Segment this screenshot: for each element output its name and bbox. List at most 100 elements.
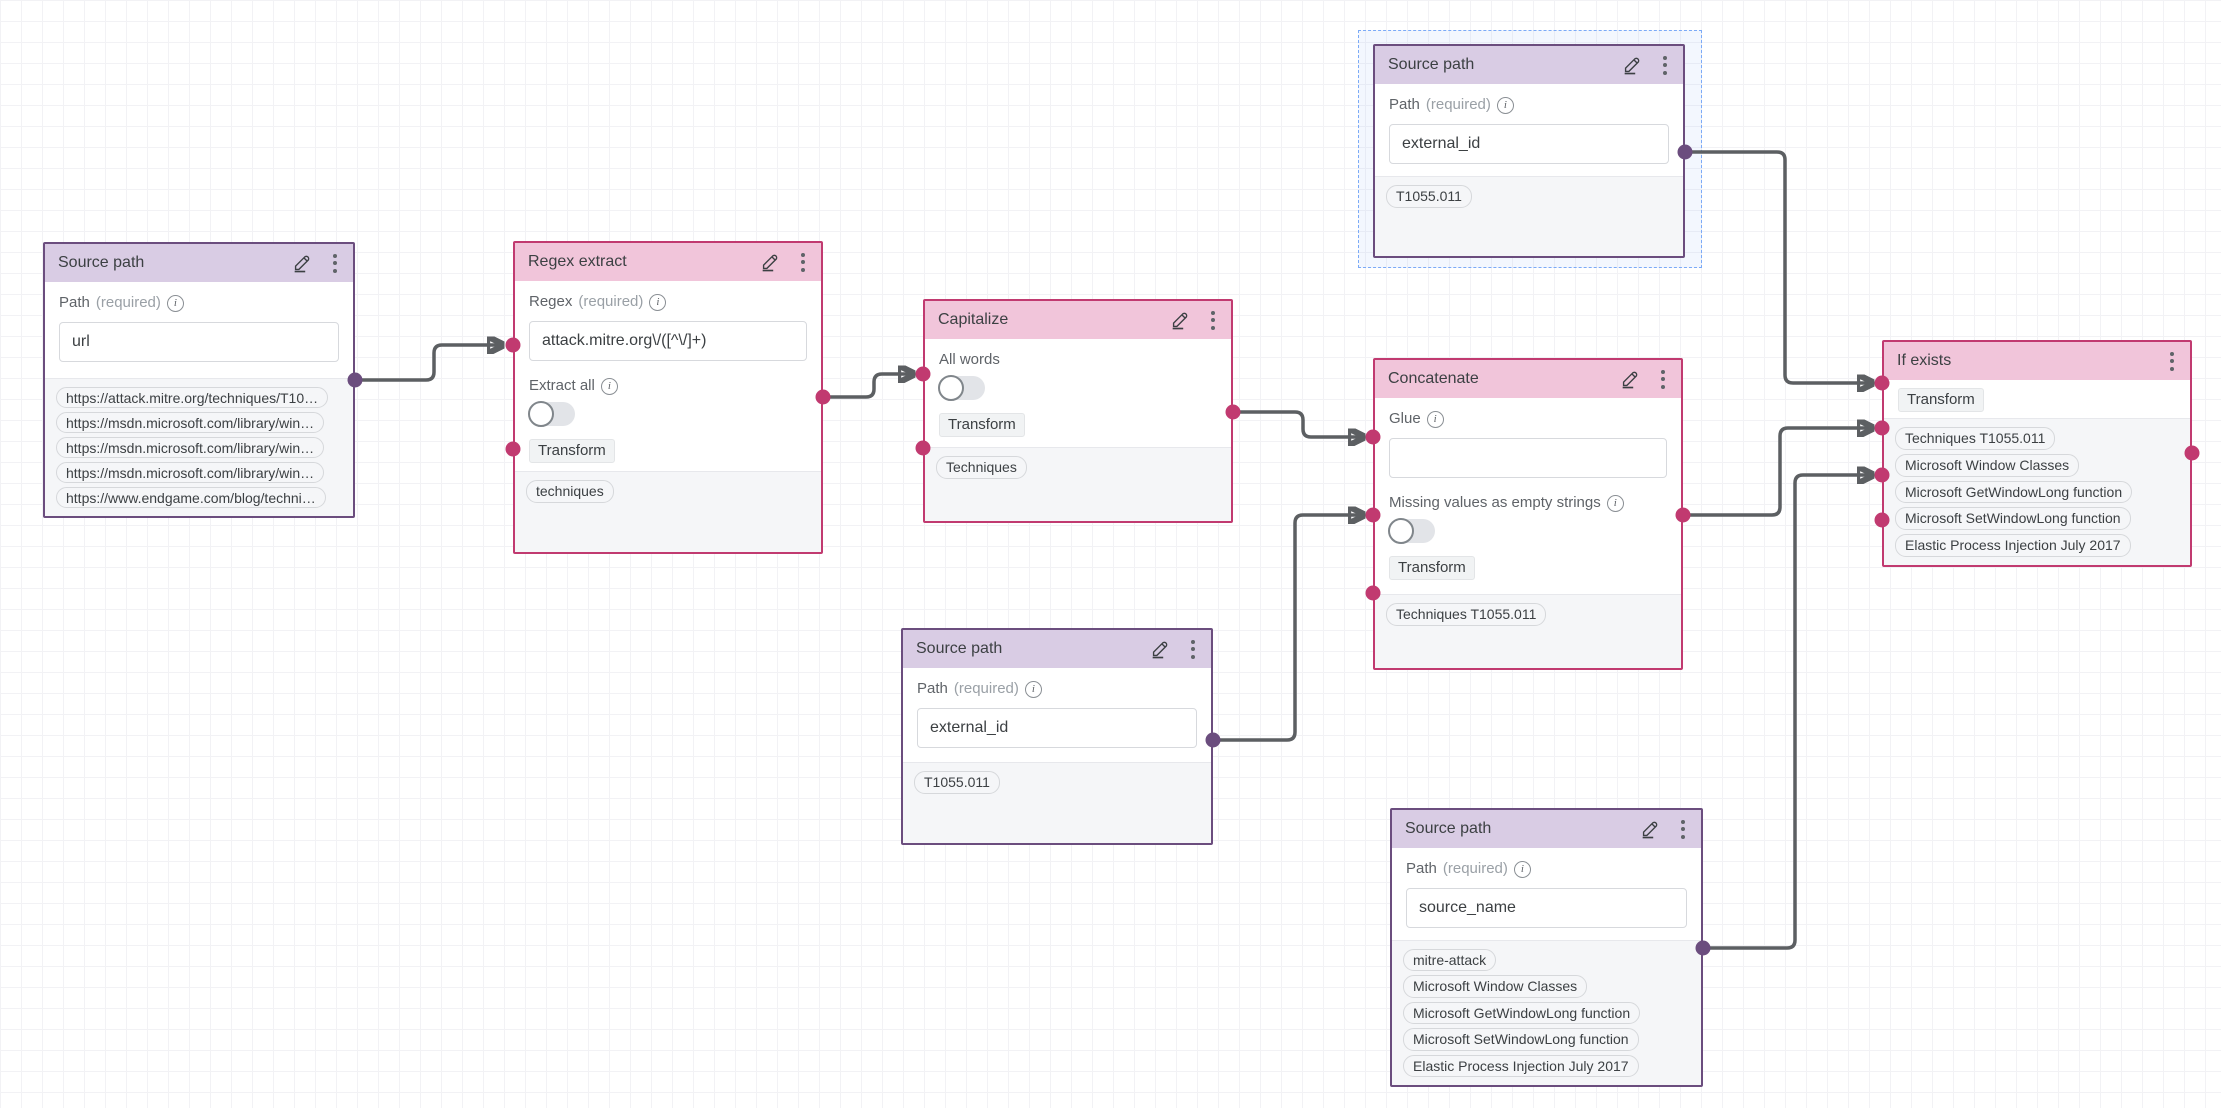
wire-sourcepath-sourcename-to-ifexists[interactable] <box>1703 475 1872 950</box>
menu-kebab-icon[interactable] <box>1187 638 1199 661</box>
node-title: Source path <box>1388 56 1475 73</box>
info-icon[interactable]: i <box>1426 410 1444 428</box>
node-header[interactable]: Concatenate <box>1375 360 1681 398</box>
menu-kebab-icon[interactable] <box>2166 350 2178 373</box>
menu-kebab-icon[interactable] <box>797 251 809 274</box>
node-source-path-url[interactable]: Source path Path (required) i https://at… <box>43 242 355 518</box>
node-source-path-selected[interactable]: Source path Path (required) i T1055.011 <box>1373 44 1685 258</box>
output-port[interactable] <box>1225 404 1241 420</box>
output-pill: Elastic Process Injection July 2017 <box>1403 1054 1639 1078</box>
input-port[interactable] <box>1874 420 1890 436</box>
node-title: If exists <box>1897 352 1952 369</box>
edit-icon[interactable] <box>1621 54 1643 76</box>
menu-kebab-icon[interactable] <box>329 252 341 275</box>
field-label: Path <box>59 294 90 311</box>
info-icon[interactable]: i <box>1513 860 1531 878</box>
wire-capitalize-to-concatenate-glue[interactable] <box>1233 410 1363 437</box>
output-port[interactable] <box>1677 144 1693 160</box>
missing-values-toggle[interactable] <box>1388 518 1435 544</box>
info-icon[interactable]: i <box>1496 96 1514 114</box>
edit-icon[interactable] <box>759 251 781 273</box>
output-pill: https://attack.mitre.org/techniques/T10… <box>56 387 329 408</box>
wire-sourcepath-url-to-regex[interactable] <box>355 345 502 382</box>
output-port[interactable] <box>1695 940 1711 956</box>
output-pill: Microsoft GetWindowLong function <box>1895 480 2133 504</box>
input-port[interactable] <box>505 441 521 457</box>
field-required-hint: (required) <box>95 294 161 311</box>
output-pill: Microsoft SetWindowLong function <box>1895 507 2131 531</box>
output-pill: Microsoft GetWindowLong function <box>1403 1001 1641 1025</box>
output-port[interactable] <box>347 372 363 388</box>
path-input[interactable] <box>59 322 339 362</box>
input-port[interactable] <box>915 440 931 456</box>
path-input[interactable] <box>1389 124 1669 164</box>
output-pill: https://msdn.microsoft.com/library/win… <box>56 412 325 433</box>
input-port[interactable] <box>1874 467 1890 483</box>
info-icon[interactable]: i <box>649 293 667 311</box>
node-header[interactable]: Regex extract <box>515 243 821 281</box>
info-icon[interactable]: i <box>166 294 184 312</box>
node-header[interactable]: Capitalize <box>925 301 1231 339</box>
output-port[interactable] <box>815 389 831 405</box>
node-output-list: Techniques T1055.011 Microsoft Window Cl… <box>1884 418 2190 565</box>
output-pill: Techniques T1055.011 <box>1386 603 1547 626</box>
output-port[interactable] <box>1675 507 1691 523</box>
node-source-path-external-id[interactable]: Source path Path (required) i T1055.011 <box>901 628 1213 845</box>
node-header[interactable]: If exists <box>1884 342 2190 380</box>
transform-badge: Transform <box>529 439 615 463</box>
node-capitalize[interactable]: Capitalize All words Transform Technique… <box>923 299 1233 523</box>
all-words-toggle[interactable] <box>938 375 985 401</box>
extract-all-toggle[interactable] <box>528 401 575 427</box>
wire-sourcepath-externalid-to-concatenate[interactable] <box>1213 515 1363 742</box>
glue-input[interactable] <box>1389 438 1667 478</box>
info-icon[interactable]: i <box>1024 680 1042 698</box>
input-port[interactable] <box>915 366 931 382</box>
node-regex-extract[interactable]: Regex extract Regex (required) i Extract… <box>513 241 823 554</box>
input-port[interactable] <box>505 337 521 353</box>
edit-icon[interactable] <box>291 252 313 274</box>
output-port[interactable] <box>1205 732 1221 748</box>
output-pill: Microsoft Window Classes <box>1895 453 2080 477</box>
input-port[interactable] <box>1365 429 1381 445</box>
info-icon[interactable]: i <box>1606 494 1624 512</box>
node-output-list: Techniques <box>925 447 1231 521</box>
edit-icon[interactable] <box>1169 309 1191 331</box>
node-output-list: T1055.011 <box>1375 176 1683 256</box>
input-port[interactable] <box>1365 507 1381 523</box>
node-header[interactable]: Source path <box>903 630 1211 668</box>
path-input[interactable] <box>1406 888 1687 928</box>
input-port[interactable] <box>1874 375 1890 391</box>
wire-sourcepath-selected-to-ifexists[interactable] <box>1685 150 1872 383</box>
node-header[interactable]: Source path <box>1375 46 1683 84</box>
edit-icon[interactable] <box>1619 368 1641 390</box>
path-input[interactable] <box>917 708 1197 748</box>
menu-kebab-icon[interactable] <box>1677 818 1689 841</box>
field-required-hint: (required) <box>1425 96 1491 113</box>
menu-kebab-icon[interactable] <box>1657 368 1669 391</box>
node-header[interactable]: Source path <box>45 244 353 282</box>
transform-badge: Transform <box>939 413 1025 437</box>
transform-badge: Transform <box>1389 556 1475 580</box>
node-source-path-source-name[interactable]: Source path Path (required) i mitre-atta… <box>1390 808 1703 1087</box>
menu-kebab-icon[interactable] <box>1659 54 1671 77</box>
edit-icon[interactable] <box>1149 638 1171 660</box>
wire-concatenate-to-ifexists[interactable] <box>1683 428 1872 517</box>
input-port[interactable] <box>1874 512 1890 528</box>
info-icon[interactable]: i <box>600 377 618 395</box>
output-port[interactable] <box>2184 445 2200 461</box>
output-pill: mitre-attack <box>1403 949 1497 972</box>
transform-badge: Transform <box>1898 388 1984 412</box>
node-concatenate[interactable]: Concatenate Glue i Missing values as emp… <box>1373 358 1683 670</box>
node-if-exists[interactable]: If exists Transform Techniques T1055.011… <box>1882 340 2192 567</box>
field-required-hint: (required) <box>953 680 1019 697</box>
menu-kebab-icon[interactable] <box>1207 309 1219 332</box>
output-pill: T1055.011 <box>914 771 1000 794</box>
field-required-hint: (required) <box>1442 860 1508 877</box>
regex-input[interactable] <box>529 321 807 361</box>
input-port[interactable] <box>1365 585 1381 601</box>
wire-regex-to-capitalize[interactable] <box>823 374 913 399</box>
edit-icon[interactable] <box>1639 818 1661 840</box>
node-header[interactable]: Source path <box>1392 810 1701 848</box>
